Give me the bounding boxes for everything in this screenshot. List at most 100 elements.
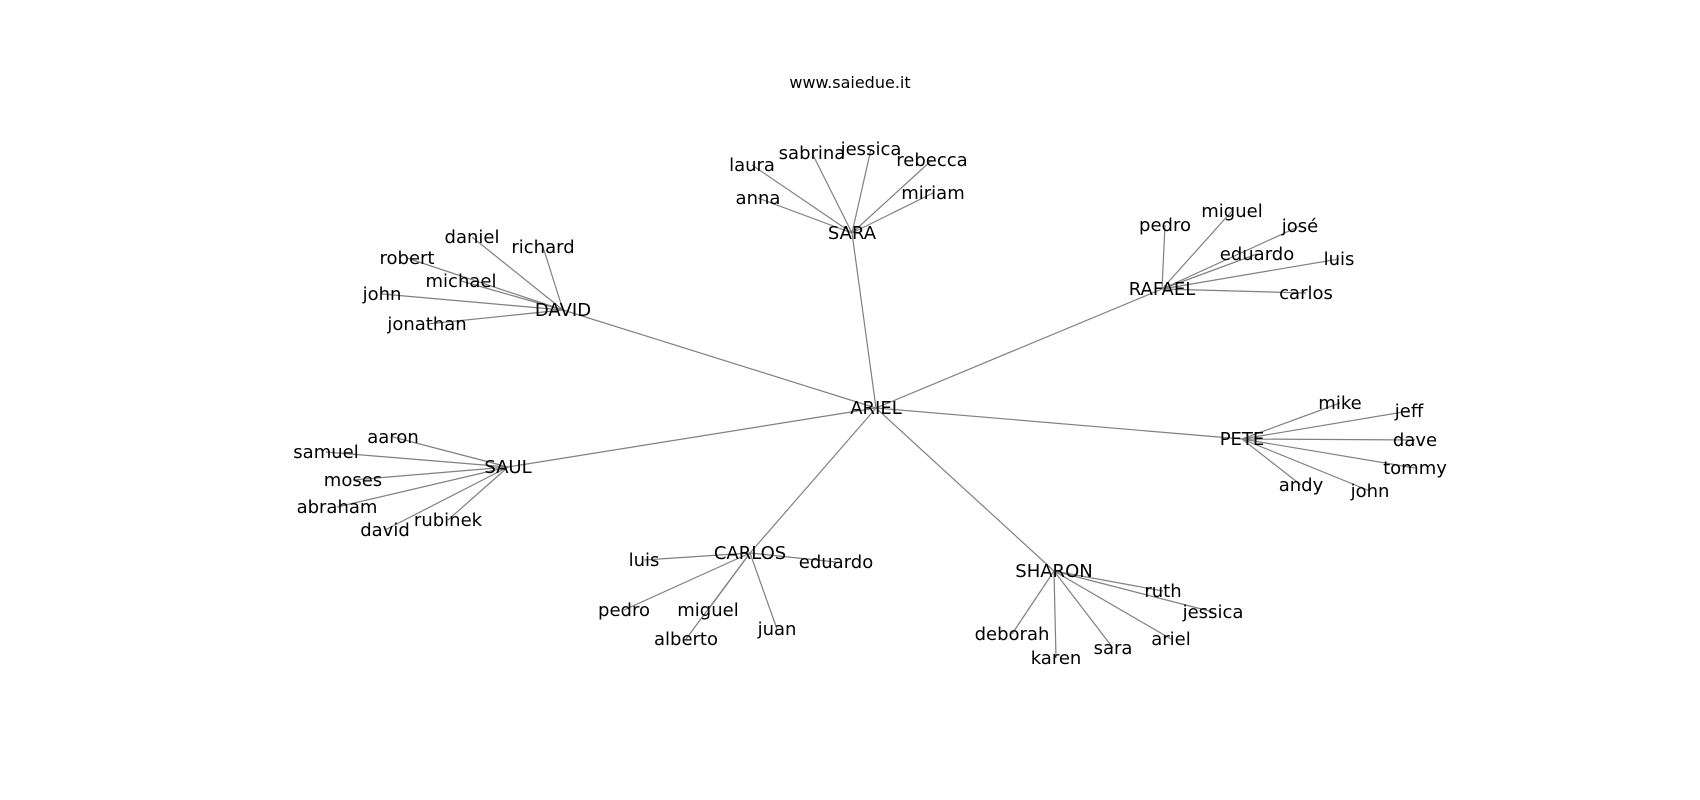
node-leaf: jessica xyxy=(1182,602,1244,623)
node-hub-rafael: RAFAEL xyxy=(1129,279,1196,300)
node-hub-sharon: SHARON xyxy=(1015,561,1092,582)
edge-pete-leaf xyxy=(1241,410,1410,440)
edge-sara-leaf xyxy=(811,152,853,234)
node-leaf: robert xyxy=(380,248,435,269)
edges-layer xyxy=(325,148,1416,659)
edge-pete-leaf xyxy=(1241,438,1302,486)
edge-rafael-leaf xyxy=(1161,225,1301,290)
edge-root-rafael xyxy=(875,288,1163,409)
node-leaf: jonathan xyxy=(386,314,466,335)
node-leaf: luis xyxy=(1324,249,1355,270)
node-leaf: anna xyxy=(736,188,781,209)
edge-root-carlos xyxy=(749,407,877,554)
node-leaf: karen xyxy=(1031,648,1082,669)
node-leaf: john xyxy=(1350,481,1390,502)
node-leaf: alberto xyxy=(654,629,718,650)
edge-sharon-leaf xyxy=(1053,570,1172,640)
diagram-title: www.saiedue.it xyxy=(789,73,910,92)
node-leaf: david xyxy=(360,520,410,541)
node-hub-sara: SARA xyxy=(828,223,877,244)
node-leaf: ariel xyxy=(1151,629,1191,650)
edge-carlos-leaf xyxy=(749,552,778,630)
edge-saul-leaf xyxy=(352,466,509,481)
node-leaf: rebecca xyxy=(896,150,967,171)
node-leaf: aaron xyxy=(367,427,419,448)
edge-sharon-leaf xyxy=(1053,570,1214,613)
node-root: ARIEL xyxy=(850,398,902,419)
edge-rafael-leaf xyxy=(1161,210,1233,290)
edge-sara-leaf xyxy=(757,197,853,234)
node-hub-david: DAVID xyxy=(535,300,591,321)
node-leaf: miriam xyxy=(901,183,965,204)
node-leaf: abraham xyxy=(297,497,378,518)
edge-sara-leaf xyxy=(751,164,853,234)
edge-sara-leaf xyxy=(851,192,934,234)
node-leaf: luis xyxy=(629,550,660,571)
edge-david-leaf xyxy=(471,236,564,311)
edge-carlos-leaf xyxy=(643,552,751,561)
node-leaf: rubinek xyxy=(414,510,483,531)
node-leaf: john xyxy=(362,284,402,305)
node-leaf: pedro xyxy=(598,600,650,621)
edge-sharon-leaf xyxy=(1053,570,1057,659)
edge-saul-leaf xyxy=(392,436,509,468)
edge-pete-leaf xyxy=(1241,402,1341,440)
node-leaf: ruth xyxy=(1144,581,1181,602)
edge-root-saul xyxy=(507,407,877,468)
node-leaf: michael xyxy=(426,271,497,292)
edge-pete-leaf xyxy=(1241,438,1371,492)
edge-david-leaf xyxy=(542,246,564,311)
node-leaf: jeff xyxy=(1394,401,1424,422)
edge-sara-leaf xyxy=(851,159,933,234)
edge-rafael-leaf xyxy=(1161,288,1307,294)
edge-carlos-leaf xyxy=(685,552,751,640)
edge-rafael-leaf xyxy=(1161,253,1258,290)
node-leaf: richard xyxy=(511,237,574,258)
node-leaf: laura xyxy=(729,155,775,176)
node-leaf: pedro xyxy=(1139,215,1191,236)
node-hub-saul: SAUL xyxy=(484,457,531,478)
edge-david-leaf xyxy=(460,280,564,311)
edge-saul-leaf xyxy=(336,466,509,508)
node-leaf: samuel xyxy=(293,442,358,463)
edge-root-david xyxy=(562,309,877,409)
node-leaf: miguel xyxy=(677,600,738,621)
edge-saul-leaf xyxy=(384,466,509,531)
edge-carlos-leaf xyxy=(749,552,837,563)
node-leaf: sara xyxy=(1094,638,1133,659)
edge-pete-leaf xyxy=(1241,438,1416,441)
edge-rafael-leaf xyxy=(1161,224,1166,290)
node-leaf: deborah xyxy=(975,624,1050,645)
edge-sara-leaf xyxy=(851,148,872,234)
node-leaf: jessica xyxy=(840,139,902,160)
node-leaf: juan xyxy=(757,619,797,640)
edge-sharon-leaf xyxy=(1011,570,1055,635)
node-leaf: tommy xyxy=(1383,458,1447,479)
edge-david-leaf xyxy=(406,257,564,311)
node-leaf: mike xyxy=(1318,393,1361,414)
node-leaf: dave xyxy=(1393,430,1437,451)
edge-carlos-leaf xyxy=(623,552,751,611)
edge-root-pete xyxy=(875,407,1243,440)
node-leaf: andy xyxy=(1279,475,1324,496)
edge-pete-leaf xyxy=(1241,438,1416,469)
node-leaf: moses xyxy=(324,470,382,491)
node-leaf: sabrina xyxy=(779,143,846,164)
edge-rafael-leaf xyxy=(1161,258,1340,290)
node-hub-carlos: CARLOS xyxy=(714,543,786,564)
node-leaf: eduardo xyxy=(1220,244,1294,265)
edge-saul-leaf xyxy=(325,451,509,468)
edge-david-leaf xyxy=(426,309,564,325)
node-leaf: carlos xyxy=(1279,283,1333,304)
edge-david-leaf xyxy=(381,293,564,311)
edge-root-sara xyxy=(851,232,877,409)
edge-root-sharon xyxy=(875,407,1055,572)
node-leaf: eduardo xyxy=(799,552,873,573)
edge-sharon-leaf xyxy=(1053,570,1164,592)
node-leaf: miguel xyxy=(1201,201,1262,222)
node-hub-pete: PETE xyxy=(1220,429,1265,450)
node-leaf: daniel xyxy=(445,227,500,248)
edge-saul-leaf xyxy=(447,466,509,521)
